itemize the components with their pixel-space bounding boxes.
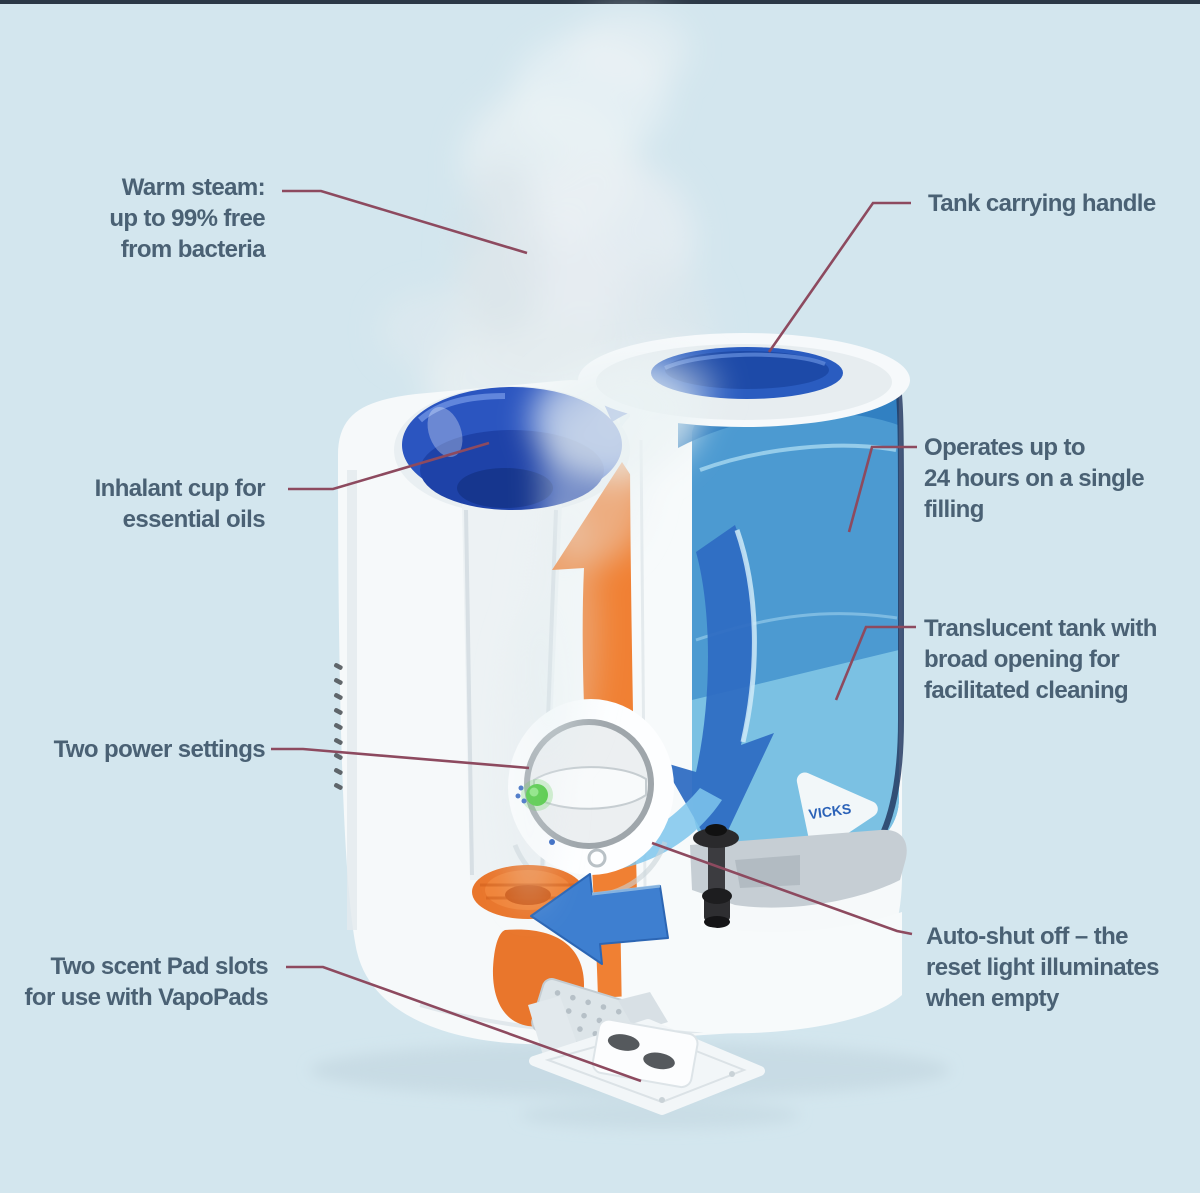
label-warm-steam: Warm steam: up to 99% free from bacteria bbox=[109, 174, 265, 263]
leader-lines bbox=[271, 189, 917, 1083]
leader-line-inhalant-cup bbox=[288, 441, 490, 491]
label-two-power-settings: Two power settings bbox=[53, 736, 266, 763]
airflow-left-arrow-icon bbox=[530, 873, 669, 965]
water-down-arrow-icon bbox=[662, 525, 774, 856]
auto-shutoff-valve bbox=[693, 824, 739, 928]
label-scent-pad-slots: Two scent Pad slots for use with VapoPad… bbox=[24, 953, 269, 1011]
vapo-pad bbox=[643, 1052, 675, 1070]
leader-line-power-settings bbox=[271, 747, 530, 770]
vicks-logo-text: VICKS bbox=[808, 800, 853, 822]
leader-line-operates bbox=[847, 445, 917, 533]
leader-line-translucent-tank bbox=[834, 625, 916, 701]
vent-slots bbox=[333, 663, 343, 790]
steam-front-wisps bbox=[498, 350, 720, 910]
leader-line-auto-shut-off bbox=[651, 841, 913, 936]
label-translucent-tank: Translucent tank with broad opening for … bbox=[924, 615, 1157, 704]
label-operates-24-hours: Operates up to 24 hours on a single fill… bbox=[924, 434, 1145, 523]
vicks-logo: VICKS bbox=[796, 772, 878, 852]
label-auto-shut-off: Auto-shut off – the reset light illumina… bbox=[926, 923, 1160, 1012]
auto-shutoff-assembly bbox=[620, 824, 907, 1034]
leader-line-scent-pads bbox=[286, 965, 642, 1083]
dial-min-mark bbox=[587, 848, 607, 868]
label-tank-carrying-handle: Tank carrying handle bbox=[928, 190, 1156, 217]
leader-line-warm-steam bbox=[282, 189, 528, 255]
scent-pad-tray bbox=[528, 992, 765, 1115]
vapo-pad bbox=[607, 1034, 640, 1051]
leader-line-tank-handle bbox=[767, 201, 911, 353]
label-inhalant-cup: Inhalant cup for essential oils bbox=[94, 475, 266, 533]
photo-top-edge bbox=[0, 0, 1200, 4]
